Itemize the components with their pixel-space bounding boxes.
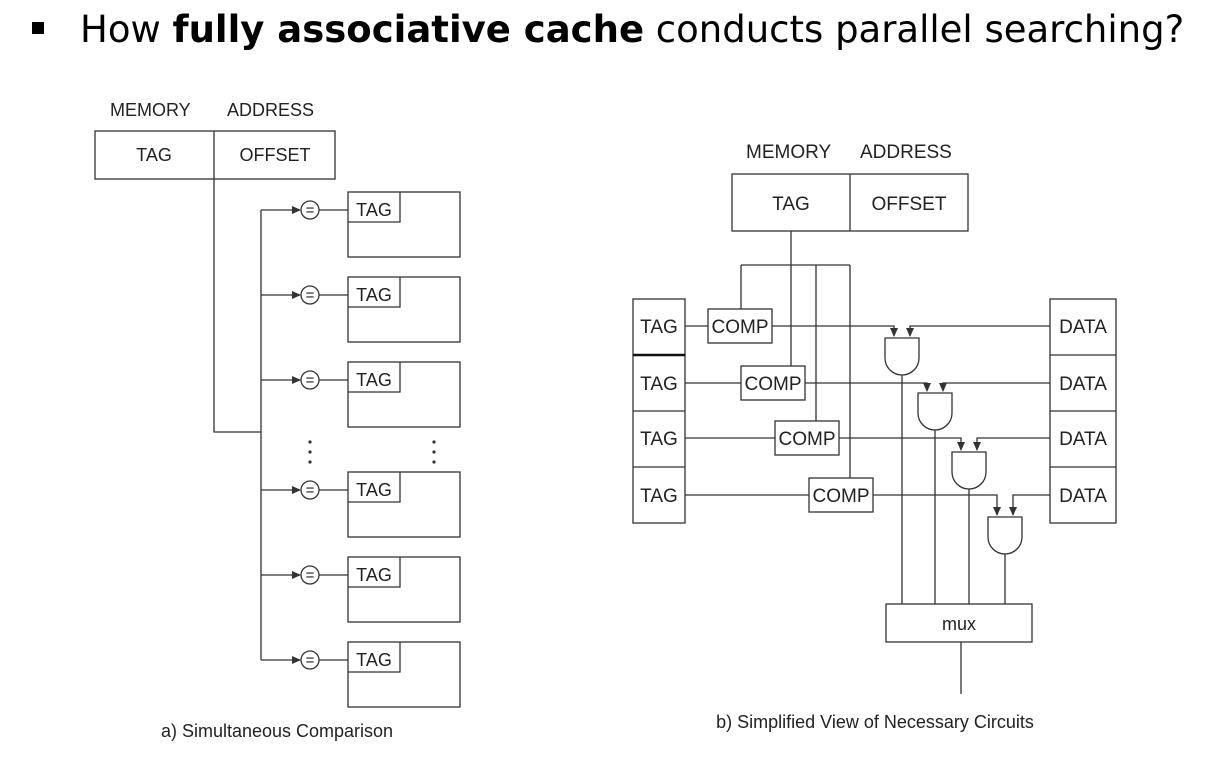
bullet-square-icon — [32, 21, 44, 34]
tag-cell-divider — [348, 472, 401, 503]
and-gate-icon — [917, 392, 953, 431]
cache-entry-tag-label: TAG — [356, 285, 392, 305]
equals-symbol: = — [306, 287, 315, 304]
heading-prefix: How — [80, 8, 173, 51]
fig-a-cache-entries: = TAG = TAG = TAG = TAG = TAG = TAG — [261, 191, 461, 708]
comparator-label: COMP — [779, 429, 836, 450]
equals-symbol: = — [306, 652, 315, 669]
heading-suffix: conducts parallel searching? — [644, 8, 1185, 51]
tag-cell-divider — [348, 277, 401, 308]
comparator-label: COMP — [745, 374, 802, 395]
comparator-label: COMP — [813, 486, 870, 507]
fig-a-caption: a) Simultaneous Comparison — [161, 721, 393, 741]
data-input-line — [939, 382, 1050, 392]
cache-line-box — [347, 361, 461, 428]
fig-b-memory-label: MEMORY — [746, 142, 831, 163]
cache-entry-tag-label: TAG — [356, 480, 392, 500]
row-tag-label: TAG — [640, 374, 678, 395]
fig-b-tag-column — [632, 298, 686, 524]
compare-row: TAG COMP DATA — [640, 265, 1107, 604]
comparator-label: COMP — [712, 317, 769, 338]
comp-output-line — [839, 437, 965, 451]
cache-entry: = TAG — [261, 556, 461, 623]
tag-cell-divider — [348, 362, 401, 393]
figure-a-simultaneous-comparison: MEMORY ADDRESS TAG OFFSET = TAG = TAG = TAG = T… — [94, 100, 461, 741]
slide-heading: How fully associative cache conducts par… — [32, 8, 1184, 51]
cache-entry: = TAG — [261, 276, 461, 343]
data-input-line — [973, 437, 1050, 451]
equals-symbol: = — [306, 482, 315, 499]
fig-b-data-column — [1049, 298, 1117, 524]
fig-b-compare-rows: TAG COMP DATA TAG COMP DATA TAG COMP DATA TAG COMP… — [640, 265, 1107, 604]
equals-symbol: = — [306, 202, 315, 219]
fig-a-offset-field: OFFSET — [240, 145, 311, 165]
fig-a-ellipsis — [308, 440, 436, 464]
and-gate-icon — [884, 337, 920, 376]
compare-row: TAG COMP DATA — [640, 265, 1107, 604]
cache-entry-tag-label: TAG — [356, 565, 392, 585]
data-input-line — [1009, 494, 1050, 516]
comp-output-line — [873, 494, 1001, 516]
compare-row: TAG COMP DATA — [640, 265, 1107, 604]
fig-a-memory-label: MEMORY — [110, 100, 191, 120]
fig-a-memory-address-box: TAG OFFSET — [94, 130, 336, 180]
equals-symbol: = — [306, 567, 315, 584]
cache-line-box — [347, 191, 461, 258]
row-tag-label: TAG — [640, 429, 678, 450]
data-label: DATA — [1059, 374, 1107, 395]
data-input-line — [906, 325, 1050, 337]
fig-a-address-label: ADDRESS — [227, 100, 314, 120]
fig-b-memory-address-box: TAG OFFSET — [731, 173, 969, 232]
comparator-box — [707, 308, 773, 344]
data-label: DATA — [1059, 486, 1107, 507]
fig-a-tag-field: TAG — [136, 145, 172, 165]
cache-line-box — [347, 471, 461, 538]
fig-b-mux: mux — [885, 603, 1033, 694]
cache-entry: = TAG — [261, 471, 461, 538]
cache-entry-tag-label: TAG — [356, 200, 392, 220]
compare-row: TAG COMP DATA — [640, 265, 1107, 604]
mux-label: mux — [942, 614, 976, 634]
and-gate-icon — [987, 516, 1023, 555]
equals-symbol: = — [306, 372, 315, 389]
data-label: DATA — [1059, 429, 1107, 450]
cache-entry-tag-label: TAG — [356, 370, 392, 390]
tag-cell-divider — [348, 557, 401, 588]
cache-line-box — [347, 276, 461, 343]
data-label: DATA — [1059, 317, 1107, 338]
fig-a-tag-bus — [213, 179, 262, 660]
tag-cell-divider — [348, 642, 401, 673]
fig-b-address-label: ADDRESS — [860, 142, 952, 163]
fig-b-caption: b) Simplified View of Necessary Circuits — [716, 712, 1034, 732]
fig-b-tag-distribution — [741, 231, 850, 266]
cache-entry: = TAG — [261, 191, 461, 258]
cache-line-box — [347, 556, 461, 623]
cache-entry-tag-label: TAG — [356, 650, 392, 670]
cache-entry: = TAG — [261, 361, 461, 428]
row-tag-label: TAG — [640, 486, 678, 507]
tag-cell-divider — [348, 192, 401, 223]
comp-output-line — [805, 382, 931, 392]
comparator-box — [740, 365, 806, 401]
row-tag-label: TAG — [640, 317, 678, 338]
comp-output-line — [772, 325, 898, 337]
fig-b-tag-field: TAG — [772, 194, 810, 215]
fig-b-offset-field: OFFSET — [872, 194, 947, 215]
heading-bold-term: fully associative cache — [172, 8, 645, 51]
and-gate-icon — [951, 451, 987, 490]
cache-line-box — [347, 641, 461, 708]
cache-entry: = TAG — [261, 641, 461, 708]
